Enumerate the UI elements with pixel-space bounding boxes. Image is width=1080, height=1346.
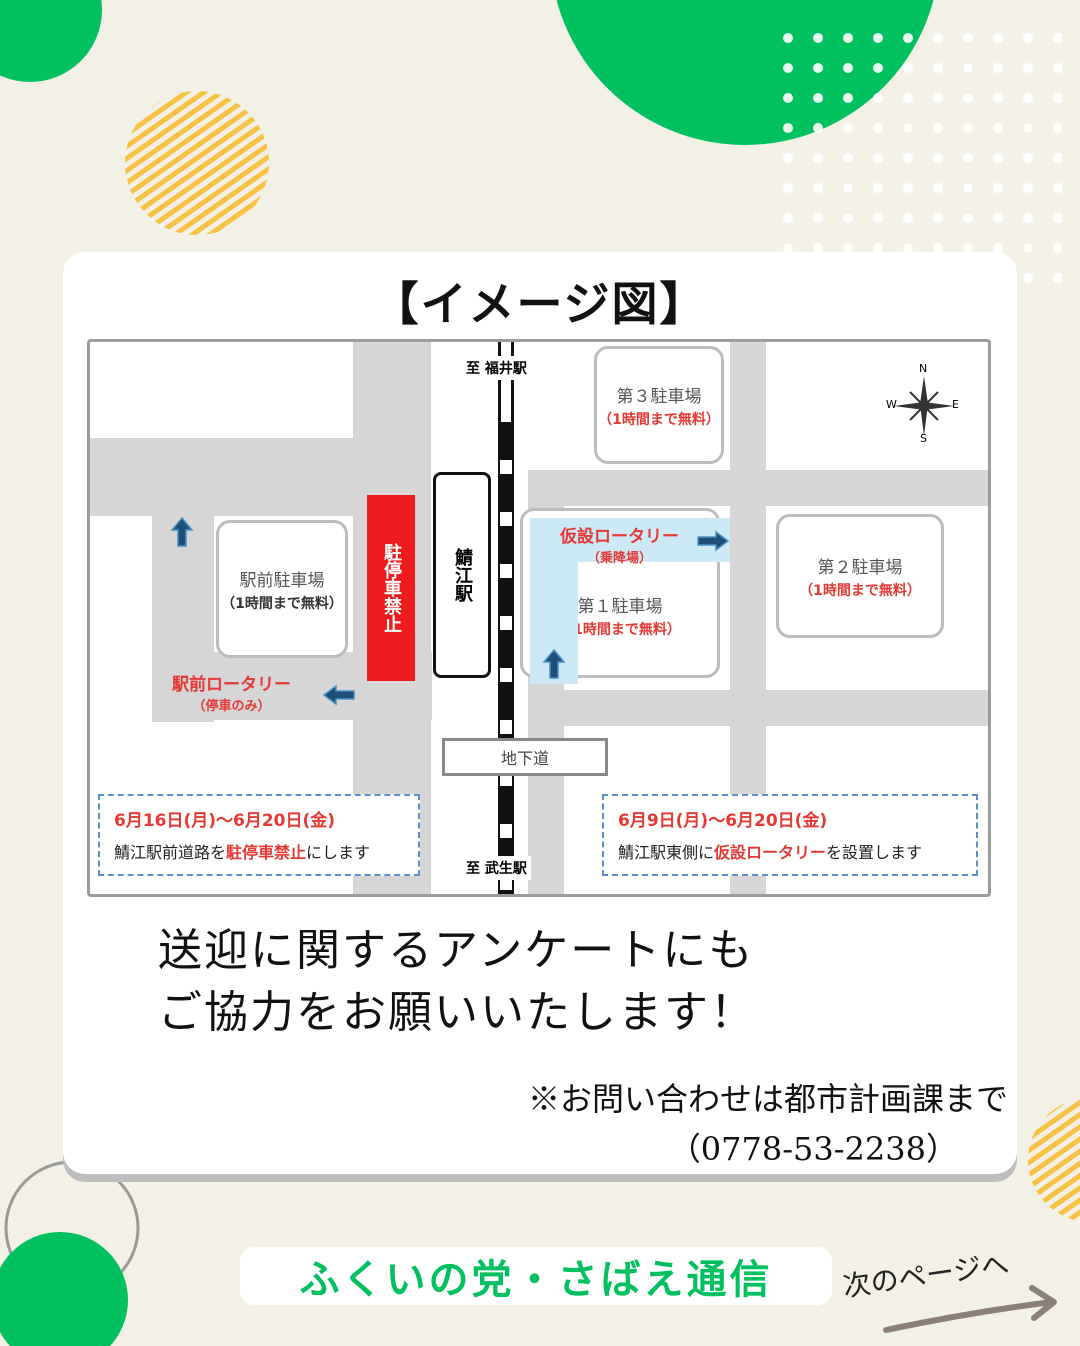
road [152,512,214,722]
arrow-right-icon [697,530,730,552]
parking-lot-3: 第３駐車場 （1時間まで無料） [594,346,724,464]
survey-message: 送迎に関するアンケートにも ご協力をお願いいたします！ [158,920,756,1044]
compass-w-label: W [886,398,897,411]
lot-note: （1時間まで無料） [221,595,343,612]
temporary-rotary-label: 仮設ロータリー （乗降場） [560,522,679,566]
lot-note: （1時間まで無料） [598,411,720,428]
contact-phone: （0778-53-2238） [668,1130,958,1168]
rotary-name: 仮設ロータリー [560,527,679,547]
south-destination-label: 至 武生駅 [462,856,531,880]
brand-title: ふくいの党・さばえ通信 [299,1256,773,1303]
arrow-up-icon [170,516,194,547]
arrow-left-icon [322,684,355,706]
compass-e-label: E [952,398,959,411]
lot-name: 第３駐車場 [616,386,702,407]
lot-note: （1時間まで無料） [559,622,681,638]
notice-text: 鯖江駅東側に仮設ロータリーを設置します [618,839,962,863]
survey-message-line2: ご協力をお願いいたします！ [158,987,756,1038]
footer-brand: ふくいの党・さばえ通信 [240,1247,832,1305]
notice-date: 6月9日(月)〜6月20日(金) [618,811,828,831]
survey-message-line1: 送迎に関するアンケートにも [158,925,755,976]
arrow-up-icon [542,648,566,679]
notice-text-pre: 鯖江駅前道路を [114,843,227,862]
notice-text-post: を設置します [826,843,923,862]
lot-note: （1時間まで無料） [799,582,921,599]
rotary-note: （停車のみ） [192,699,271,714]
compass-icon [894,376,954,436]
rotary-name: 駅前ロータリー [172,675,291,695]
notice-text-post: にします [306,843,371,862]
railway-track [500,422,512,894]
north-destination-label: 至 福井駅 [462,356,531,380]
front-rotary-label: 駅前ロータリー （停車のみ） [172,670,291,714]
notice-date: 6月16日(月)〜6月20日(金) [114,811,336,831]
compass-n-label: N [919,362,928,375]
page-title: 【イメージ図】 [372,277,708,331]
no-parking-label: 駐停車禁止 [381,543,402,633]
compass-s-label: S [920,432,927,445]
next-page-link[interactable]: 次のページへ [841,1244,1062,1334]
underpass-box: 地下道 [442,738,608,776]
notice-text: 鯖江駅前道路を駐停車禁止にします [114,839,404,863]
lot-name: 第１駐車場 [577,597,663,617]
station-map: 至 福井駅 至 武生駅 鯖江駅 駐停車禁止 第３駐車場 （1時間まで無料） 駅前… [87,339,991,897]
parking-lot-2: 第２駐車場 （1時間まで無料） [776,514,944,638]
lot-name: 駅前駐車場 [239,570,325,591]
notice-text-emphasis: 仮設ロータリー [714,843,827,862]
notice-text-emphasis: 駐停車禁止 [226,843,307,862]
station-name: 鯖江駅 [452,548,473,602]
station-building: 鯖江駅 [433,472,491,678]
notice-text-pre: 鯖江駅東側に [618,843,715,862]
parking-lot-front: 駅前駐車場 （1時間まで無料） [216,520,348,658]
contact-info: ※お問い合わせは都市計画課まで （0778-53-2238） [396,1074,1008,1174]
contact-line1: ※お問い合わせは都市計画課まで [527,1080,1008,1118]
arrow-right-icon [883,1285,1057,1333]
rotary-note: （乗降場） [586,551,652,566]
notice-right: 6月9日(月)〜6月20日(金) 鯖江駅東側に仮設ロータリーを設置します [602,794,978,876]
notice-left: 6月16日(月)〜6月20日(金) 鯖江駅前道路を駐停車禁止にします [98,794,420,876]
lot-name: 第２駐車場 [817,557,903,578]
no-parking-zone: 駐停車禁止 [367,495,415,681]
